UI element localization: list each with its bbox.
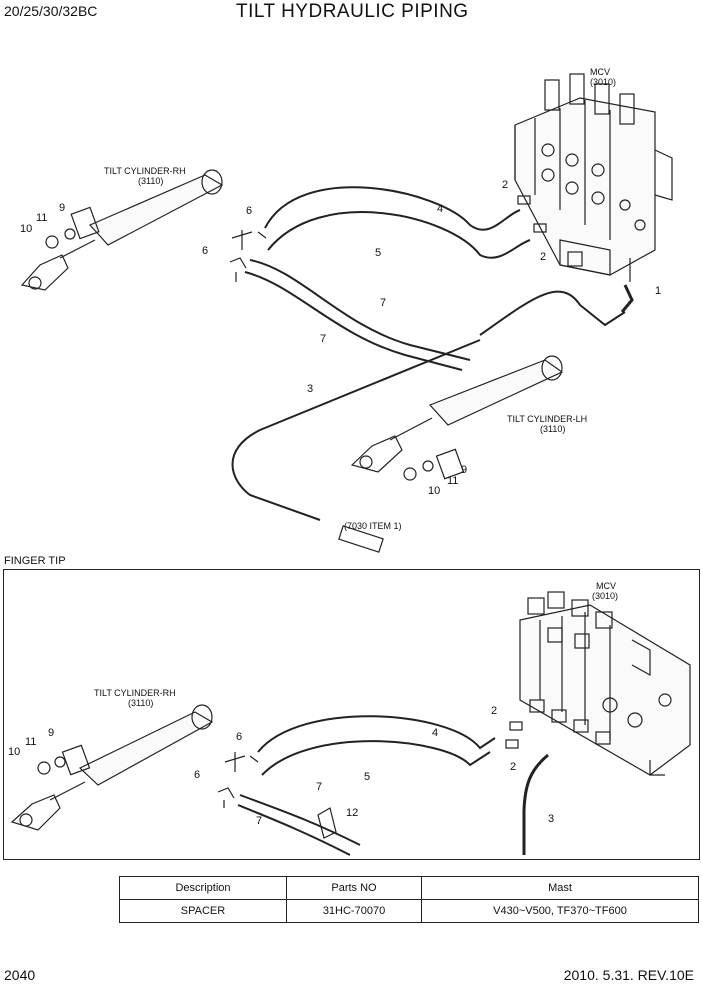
callout: 6: [194, 769, 201, 781]
ft-mcv-code: (3010): [592, 591, 619, 601]
finger-tip-frame: [3, 569, 700, 860]
tilt-cylinder-rh: [20, 169, 224, 291]
table-cell: V430~V500, TF370~TF600: [421, 899, 699, 923]
table-header-row: Description Parts NO Mast: [119, 876, 699, 900]
callout: 2: [540, 251, 547, 263]
column-header: Parts NO: [286, 876, 422, 900]
callout: 12: [346, 807, 359, 819]
tilt-rh-code: (3110): [138, 176, 164, 186]
mcv-code: (3010): [590, 77, 617, 87]
page-number: 2040: [4, 967, 36, 983]
callout: 10: [8, 746, 21, 758]
column-header: Description: [119, 876, 287, 900]
callout: 1: [655, 285, 662, 297]
callout: 3: [548, 813, 555, 825]
callout: 6: [202, 245, 209, 257]
tilt-cylinder-lh: [350, 355, 564, 481]
callout: 7: [256, 815, 263, 827]
callout: 5: [364, 771, 371, 783]
tilt-lh-code: (3110): [540, 424, 566, 434]
callout: 6: [236, 731, 243, 743]
callout: 9: [59, 202, 66, 214]
callout: 9: [461, 464, 468, 476]
table-cell: SPACER: [119, 899, 287, 923]
ft-tilt-rh-label: TILT CYLINDER-RH: [94, 688, 176, 698]
tilt-rh-label: TILT CYLINDER-RH: [104, 166, 186, 176]
callout: 5: [375, 247, 382, 259]
table-cell: 31HC-70070: [286, 899, 422, 923]
model-code: 20/25/30/32BC: [4, 3, 98, 19]
mcv-block: [514, 73, 673, 282]
finger-tip-label: FINGER TIP: [4, 555, 66, 567]
column-header: Mast: [421, 876, 699, 900]
callout: 2: [491, 705, 498, 717]
callout: 4: [432, 727, 439, 739]
callout: 11: [447, 475, 459, 487]
callout: 10: [20, 223, 33, 235]
ft-tilt-rh-code: (3110): [128, 698, 154, 708]
callout: 2: [502, 179, 509, 191]
revision-date: 2010. 5.31. REV.10E: [563, 967, 694, 983]
table-row: SPACER 31HC-70070 V430~V500, TF370~TF600: [119, 899, 699, 923]
callout: 6: [246, 205, 253, 217]
callout: 2: [510, 761, 517, 773]
callout: 11: [25, 736, 37, 748]
page-title: TILT HYDRAULIC PIPING: [236, 1, 469, 22]
mcv-label: MCV: [590, 67, 610, 77]
callout: 7: [380, 297, 387, 309]
callout: 11: [36, 212, 48, 224]
callout: 10: [428, 485, 441, 497]
callout: 7: [320, 333, 327, 345]
parts-table: Description Parts NO Mast SPACER 31HC-70…: [119, 876, 699, 923]
callout: 4: [437, 203, 444, 215]
tilt-lh-label: TILT CYLINDER-LH: [507, 414, 588, 424]
callout: 9: [48, 727, 55, 739]
top-piping-diagram: [20, 73, 673, 553]
item-ref-label: (7030 ITEM 1): [344, 521, 402, 531]
ft-mcv-label: MCV: [596, 581, 616, 591]
callout: 3: [307, 383, 314, 395]
callout: 7: [316, 781, 323, 793]
